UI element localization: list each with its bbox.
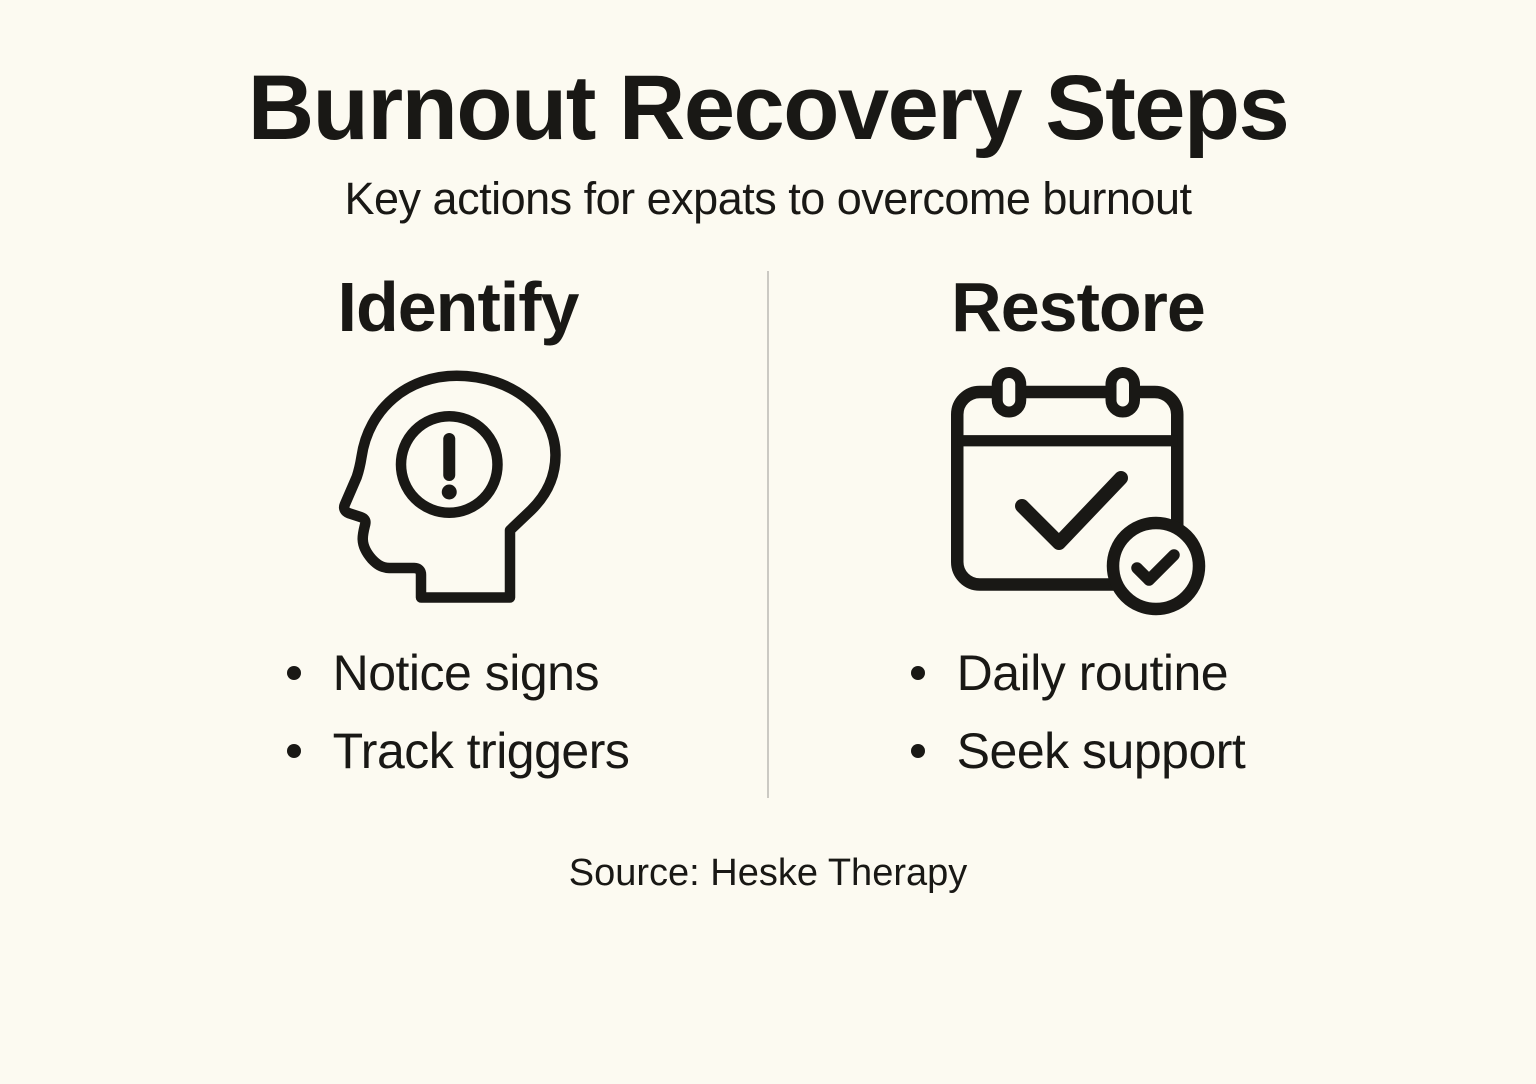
bullet-dot (910, 744, 925, 759)
two-column-layout: Identify Notice signs Track triggers (0, 267, 1536, 798)
calendar-body (950, 385, 1183, 591)
bullet-text: Seek support (956, 723, 1246, 780)
bullet-text: Notice signs (332, 645, 600, 702)
column-identify: Identify Notice signs Track triggers (149, 267, 767, 791)
infographic-page: Burnout Recovery Steps Key actions for e… (0, 60, 1536, 1084)
alert-circle (395, 411, 503, 519)
badge-checkmark (1130, 549, 1180, 586)
list-item: Daily routine (910, 634, 1246, 712)
page-subtitle: Key actions for expats to overcome burno… (344, 172, 1192, 224)
head-alert-icon-svg (338, 370, 561, 603)
calendar-check-icon (950, 366, 1206, 618)
bullet-list-restore: Daily routine Seek support (910, 634, 1246, 790)
column-restore: Restore Daily routine (769, 267, 1387, 791)
head-alert-icon (330, 366, 586, 618)
page-title: Burnout Recovery Steps (247, 57, 1290, 159)
list-item: Notice signs (286, 634, 630, 712)
bullet-text: Daily routine (956, 645, 1229, 702)
calendar-check-icon-svg (950, 367, 1205, 616)
bullet-text: Track triggers (332, 723, 630, 780)
list-item: Seek support (910, 712, 1246, 790)
column-divider (767, 270, 769, 798)
bullet-dot (910, 666, 925, 681)
bullet-dot (286, 744, 301, 759)
bullet-list-identify: Notice signs Track triggers (286, 634, 630, 790)
calendar-ring-left (991, 367, 1026, 418)
column-heading-restore: Restore (951, 267, 1206, 346)
source-text: Source: Heske Therapy (568, 851, 968, 894)
calendar-checkmark (1014, 471, 1128, 551)
column-heading-identify: Identify (337, 267, 580, 346)
alert-exclamation-dot (441, 484, 457, 500)
calendar-ring-right (1105, 367, 1140, 418)
list-item: Track triggers (286, 712, 630, 790)
head-outline (338, 370, 561, 603)
bullet-dot (286, 666, 301, 681)
